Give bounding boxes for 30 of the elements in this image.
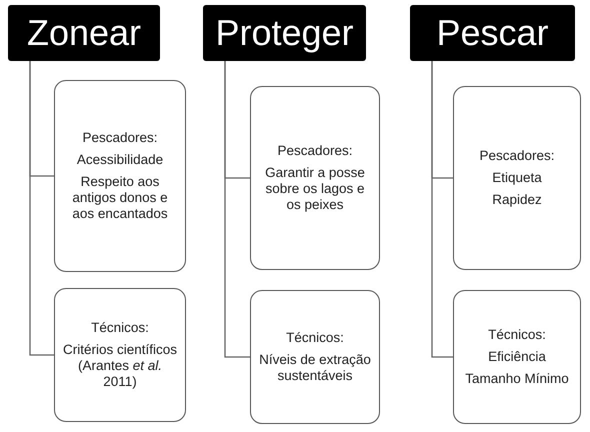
box-text: Tamanho Mínimo: [465, 371, 569, 388]
box-heading: Pescadores:: [277, 142, 353, 159]
header-box: [8, 5, 160, 61]
header-box: [410, 5, 575, 61]
text-box: [453, 290, 581, 424]
box-heading: Pescadores:: [479, 148, 555, 164]
box-text: Garantir a posse sobre os lagos e os peixes: [264, 164, 366, 214]
box-text: Critérios científicos (Arantes et al. 2011): [62, 342, 178, 390]
text-box: [54, 80, 186, 272]
box-text: Etiqueta: [492, 170, 542, 186]
box-text: Eficiência: [488, 348, 546, 366]
connector-line: [29, 61, 54, 356]
box-text: Rapidez: [492, 192, 542, 208]
box-heading: Pescadores:: [82, 130, 158, 146]
box-heading: Pescar: [436, 12, 549, 54]
connector-line: [224, 61, 250, 358]
text-box: [250, 86, 380, 270]
box-heading: Proteger: [215, 12, 354, 54]
box-heading: Zonear: [26, 12, 142, 54]
box-text: Respeito aos antigos donos e aos encantados: [71, 174, 169, 222]
text-box: [453, 86, 581, 270]
box-text: Níveis de extração sustentáveis: [258, 352, 372, 384]
connector-line: [431, 61, 453, 358]
box-heading: Técnicos:: [91, 320, 149, 336]
box-heading: Técnicos:: [488, 326, 546, 343]
text-box: [54, 288, 186, 422]
box-text: Acessibilidade: [76, 152, 164, 168]
header-box: [203, 5, 366, 61]
box-heading: Técnicos:: [286, 330, 344, 346]
text-box: [250, 290, 380, 424]
